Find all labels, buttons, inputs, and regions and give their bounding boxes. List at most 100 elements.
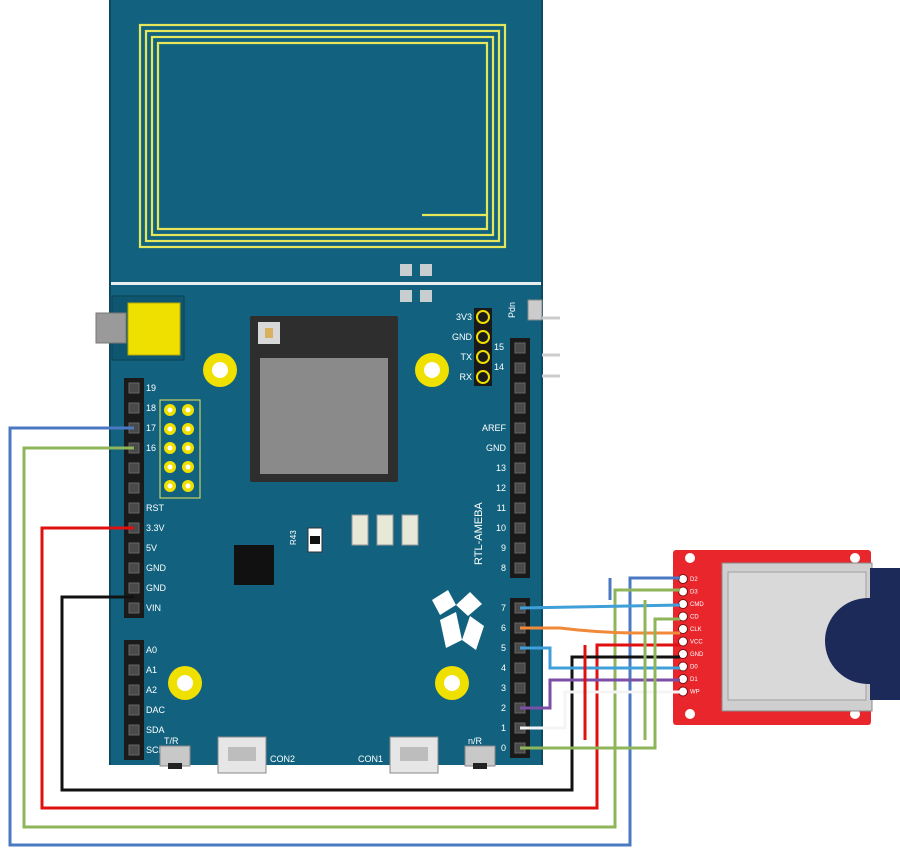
uart-header-pin	[476, 370, 490, 384]
left-header-label: 18	[146, 403, 156, 413]
left-header-pin	[128, 582, 140, 594]
right-bottom-header-label: 0	[501, 743, 506, 753]
reset-button-left: T/R	[159, 736, 191, 769]
analog-header-label: SCL	[146, 745, 164, 755]
analog-header-pin	[128, 724, 140, 736]
analog-header-pin	[128, 744, 140, 756]
left-header-pin	[128, 602, 140, 614]
sd-module-pin-label: D1	[690, 677, 698, 683]
right-bottom-header-label: 5	[501, 643, 506, 653]
usb-label-con2: CON2	[270, 754, 295, 764]
board-name: RTL-AMEBA	[473, 502, 485, 565]
mounting-holes	[168, 353, 469, 700]
wire-purple-2-to-d1	[520, 678, 680, 710]
right-top-header-pin	[514, 402, 526, 414]
analog-header-label: DAC	[146, 705, 166, 715]
analog-header-pin	[128, 684, 140, 696]
uart-header-label: TX	[460, 352, 472, 362]
analog-header-label: A0	[146, 645, 157, 655]
wire-red-33v-to-vcc	[40, 526, 680, 810]
sd-module-pin	[678, 649, 688, 659]
right-top-header-pin	[514, 562, 526, 574]
sd-module-pin-label: CMD	[690, 602, 704, 608]
sd-module-pin-label: D0	[690, 665, 698, 671]
wire-cyan-5-to-d0	[520, 646, 680, 670]
sd-module-pin-label: GND	[690, 652, 704, 658]
left-header-label: RST	[146, 503, 165, 513]
pdn-switch: Pdn	[507, 299, 560, 378]
left-header-label: 17	[146, 423, 156, 433]
right-bottom-header-label: 4	[501, 663, 506, 673]
coax-connector	[95, 295, 185, 361]
wire-blue-17-to-d3	[8, 426, 680, 847]
right-top-header-label: GND	[486, 443, 507, 453]
right-bottom-header-label: 6	[501, 623, 506, 633]
resistor-label: R43	[289, 530, 298, 545]
left-header-pin	[128, 482, 140, 494]
right-top-header-pin	[514, 362, 526, 374]
right-top-header-pin	[514, 502, 526, 514]
wire-green-0-to-cd	[520, 617, 680, 750]
uart-header-pin	[476, 310, 490, 324]
reset-button-right: n/R	[464, 736, 496, 769]
left-header-label: 3.3V	[146, 523, 165, 533]
left-header-pin	[128, 502, 140, 514]
right-bottom-header-pin	[514, 662, 526, 674]
right-top-header-pin	[514, 482, 526, 494]
left-header-pin	[128, 402, 140, 414]
left-header-pin	[128, 462, 140, 474]
wires	[8, 426, 681, 847]
small-ic	[234, 545, 274, 585]
left-header-label: 19	[146, 383, 156, 393]
pdn-label: Pdn	[507, 302, 517, 318]
left-header-label: GND	[146, 583, 167, 593]
right-top-header-label: 13	[496, 463, 506, 473]
sd-module-pin	[678, 636, 688, 647]
jtag-header	[159, 399, 201, 499]
uart-header-pin	[476, 330, 490, 344]
right-top-header-pin	[514, 522, 526, 534]
right-top-header-pin	[514, 342, 526, 354]
sd-module-pin-label: VCC	[690, 640, 703, 646]
nfc-antenna-coil	[138, 23, 507, 249]
antenna-pads	[400, 264, 432, 302]
uart-header-pin	[476, 350, 490, 364]
usb-con2: CON2	[217, 736, 295, 774]
uart-header-label: 3V3	[456, 312, 472, 322]
wire-white-1-to-wp	[520, 690, 680, 730]
right-top-header-label: 9	[501, 543, 506, 553]
left-header-label: VIN	[146, 603, 161, 613]
right-top-header-pin	[514, 462, 526, 474]
button-label-nr: n/R	[468, 736, 483, 746]
left-header-pin	[128, 542, 140, 554]
sd-module-pin-label: D3	[690, 590, 698, 596]
right-top-header-pin	[514, 382, 526, 394]
right-bottom-header-label: 7	[501, 603, 506, 613]
wire-orange-6-to-clk	[520, 626, 680, 635]
left-header-label: 5V	[146, 543, 157, 553]
uart-header-label: RX	[459, 372, 472, 382]
sd-module-pin-label: WP	[690, 690, 700, 696]
right-top-header-label: 8	[501, 563, 506, 573]
sd-module-pin-label: CLK	[690, 627, 702, 633]
analog-header-pin	[128, 704, 140, 716]
left-header-pin	[128, 562, 140, 574]
analog-header-pin	[128, 644, 140, 656]
uart-header-label: GND	[452, 332, 473, 342]
left-header-label: GND	[146, 563, 167, 573]
left-header-pin	[128, 382, 140, 394]
right-top-header-label: 10	[496, 523, 506, 533]
wifi-module	[250, 316, 398, 482]
right-bottom-header-label: 1	[501, 723, 506, 733]
right-top-header-pin	[514, 422, 526, 434]
right-bottom-header-label: 3	[501, 683, 506, 693]
right-top-header-label: 11	[497, 503, 506, 513]
ameba-board: R43 RTL-AMEBA 19181716RST3.3V5VGNDGNDVIN…	[95, 0, 560, 774]
board-divider	[110, 282, 542, 285]
right-top-header-label: AREF	[482, 423, 507, 433]
